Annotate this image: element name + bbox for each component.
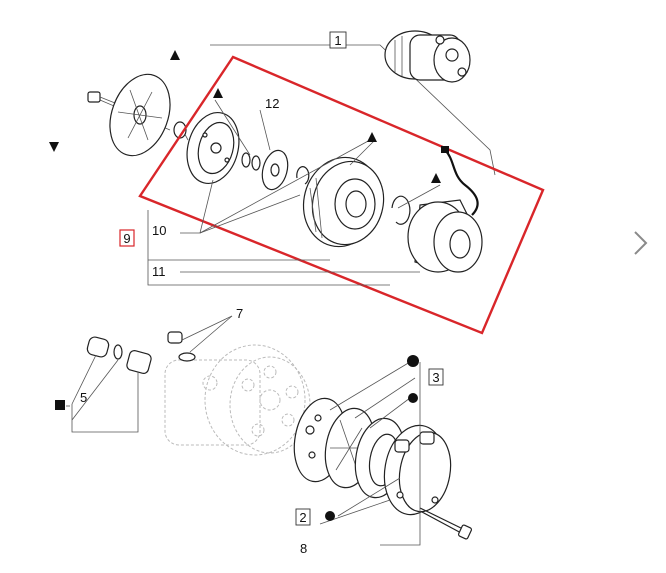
- svg-text:1: 1: [334, 33, 341, 48]
- square-marker: [55, 400, 65, 410]
- callout-3[interactable]: 3: [428, 368, 444, 386]
- clutch-hub-plate[interactable]: [180, 107, 247, 189]
- circle-markers: [325, 355, 419, 521]
- callout-7-leader: [181, 315, 233, 353]
- bolt-screw[interactable]: [87, 91, 121, 106]
- dot-marker-icon: [407, 355, 419, 367]
- shim-washer-set[interactable]: [241, 152, 261, 171]
- triangle-markers: [49, 50, 441, 183]
- o-ring-small[interactable]: [113, 344, 123, 360]
- next-page-button[interactable]: [628, 228, 652, 258]
- spacer-ring[interactable]: [258, 148, 292, 193]
- inverted-triangle-marker-icon: [49, 142, 59, 152]
- callout-5[interactable]: 5: [80, 390, 87, 405]
- triangle-marker-icon: [213, 88, 223, 98]
- svg-text:3: 3: [432, 370, 439, 385]
- callout-11[interactable]: 11: [152, 264, 166, 279]
- field-coil-wire[interactable]: [441, 146, 479, 216]
- valve-cap[interactable]: [126, 349, 152, 374]
- cylinder-head[interactable]: [378, 420, 457, 519]
- callout-12[interactable]: 12: [265, 96, 279, 111]
- callout-2[interactable]: 2: [295, 508, 311, 526]
- dot-marker-icon: [408, 393, 418, 403]
- plug-fitting[interactable]: [86, 336, 110, 359]
- svg-text:11: 11: [152, 264, 166, 279]
- triangle-marker-icon: [170, 50, 180, 60]
- svg-text:8: 8: [300, 541, 307, 556]
- dot-marker-icon: [325, 511, 335, 521]
- callout-10[interactable]: 10: [152, 223, 166, 238]
- square-marker-icon: [55, 400, 65, 410]
- callout-leaders-lower-right: [319, 361, 421, 546]
- svg-text:10: 10: [152, 223, 166, 238]
- svg-text:2: 2: [299, 510, 306, 525]
- triangle-marker-icon: [367, 132, 377, 142]
- head-bolt[interactable]: [419, 507, 473, 540]
- callout-leaders-upper: [147, 99, 441, 286]
- callout-7[interactable]: 7: [236, 306, 243, 321]
- callout-1[interactable]: 1: [329, 31, 347, 49]
- field-coil[interactable]: [407, 199, 483, 273]
- pulley-wheel[interactable]: [294, 149, 393, 256]
- svg-text:7: 7: [236, 306, 243, 321]
- highlight-frame: [138, 55, 545, 335]
- compressor-assembly-top[interactable]: [384, 30, 471, 83]
- retaining-ring[interactable]: [391, 195, 411, 225]
- callout-9[interactable]: 9: [119, 229, 135, 247]
- circlip-small[interactable]: [296, 166, 310, 185]
- callout-leaders-lower-left: [66, 354, 139, 433]
- pulley-cover-plate[interactable]: [99, 66, 180, 164]
- svg-text:12: 12: [265, 96, 279, 111]
- fitting-screw[interactable]: [167, 331, 196, 362]
- triangle-marker-icon: [431, 173, 441, 183]
- svg-text:9: 9: [123, 231, 130, 246]
- svg-text:5: 5: [80, 390, 87, 405]
- chevron-right-icon: [634, 231, 648, 255]
- callout-8[interactable]: 8: [300, 541, 307, 556]
